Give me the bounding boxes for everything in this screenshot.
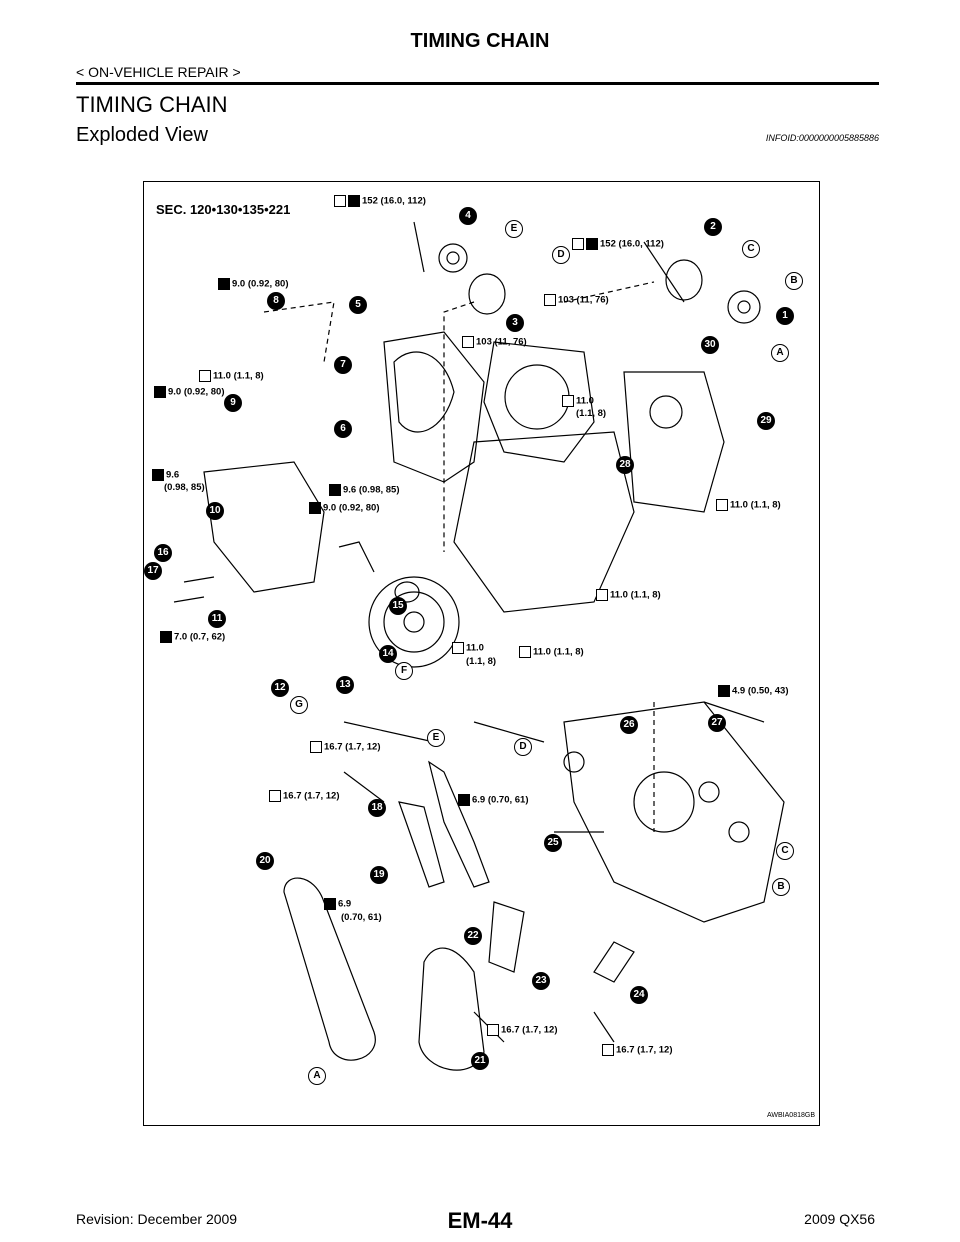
part-number-18: 18 bbox=[368, 799, 386, 817]
part-number-16: 16 bbox=[154, 544, 172, 562]
part-number-28: 28 bbox=[616, 456, 634, 474]
part-number-23: 23 bbox=[532, 972, 550, 990]
ref-letter-b-lower: B bbox=[772, 878, 790, 896]
timing-chain-right-drawing bbox=[418, 947, 485, 1071]
torque-label: 9.6 (0.98, 85) bbox=[329, 484, 400, 496]
part-number-5: 5 bbox=[349, 296, 367, 314]
crank-pulley-drawing bbox=[368, 576, 460, 668]
torque-label: 6.9 (0.70, 61) bbox=[458, 794, 529, 806]
ref-letter-e: E bbox=[505, 220, 523, 238]
part-number-6: 6 bbox=[334, 420, 352, 438]
part-number-24: 24 bbox=[630, 986, 648, 1004]
torque-label: 7.0 (0.7, 62) bbox=[160, 631, 225, 643]
part-number-9: 9 bbox=[224, 394, 242, 412]
torque-label: 152 (16.0, 112) bbox=[334, 195, 426, 207]
torque-label: 9.0 (0.92, 80) bbox=[154, 386, 225, 398]
engine-block-drawing bbox=[563, 701, 785, 923]
torque-label: 11.0 (1.1, 8) bbox=[716, 499, 781, 511]
torque-label: 152 (16.0, 112) bbox=[572, 238, 664, 250]
part-number-14: 14 bbox=[379, 645, 397, 663]
ref-letter-e-lower: E bbox=[427, 729, 445, 747]
part-number-26: 26 bbox=[620, 716, 638, 734]
ref-letter-b: B bbox=[785, 272, 803, 290]
torque-label: 11.0 bbox=[562, 395, 594, 407]
page-header-subtitle: < ON-VEHICLE REPAIR > bbox=[76, 64, 241, 80]
torque-label: 11.0 (1.1, 8) bbox=[519, 646, 584, 658]
page-number: EM-44 bbox=[447, 1208, 513, 1233]
subsection-title: Exploded View bbox=[76, 124, 208, 146]
torque-label: (1.1, 8) bbox=[576, 408, 607, 419]
torque-label: 4.9 (0.50, 43) bbox=[718, 685, 789, 697]
page-header-title: TIMING CHAIN bbox=[410, 30, 550, 52]
part-number-7: 7 bbox=[334, 356, 352, 374]
part-number-27: 27 bbox=[708, 714, 726, 732]
exploded-view-drawing bbox=[173, 221, 785, 1071]
torque-label: (0.70, 61) bbox=[341, 912, 382, 923]
part-number-20: 20 bbox=[256, 852, 274, 870]
ref-letter-a: A bbox=[771, 344, 789, 362]
part-number-8: 8 bbox=[267, 292, 285, 310]
torque-label: 11.0 bbox=[452, 642, 484, 654]
part-number-17: 17 bbox=[144, 562, 162, 580]
torque-label: 16.7 (1.7, 12) bbox=[269, 790, 340, 802]
info-id: INFOID:0000000005885886 bbox=[765, 133, 879, 143]
torque-label: 6.9 bbox=[324, 898, 351, 910]
torque-label: 16.7 (1.7, 12) bbox=[487, 1024, 558, 1036]
footer-model: 2009 QX56 bbox=[804, 1211, 875, 1227]
torque-label: 11.0 (1.1, 8) bbox=[596, 589, 661, 601]
part-number-13: 13 bbox=[336, 676, 354, 694]
ref-letter-c: C bbox=[742, 240, 760, 258]
part-number-4: 4 bbox=[459, 207, 477, 225]
valve-timing-cover-drawing bbox=[383, 331, 485, 483]
ref-letter-c-lower: C bbox=[776, 842, 794, 860]
part-number-19: 19 bbox=[370, 866, 388, 884]
ref-letter-g: G bbox=[290, 696, 308, 714]
part-number-30: 30 bbox=[701, 336, 719, 354]
torque-label: 16.7 (1.7, 12) bbox=[602, 1044, 673, 1056]
torque-label: 9.0 (0.92, 80) bbox=[218, 278, 289, 290]
part-number-11: 11 bbox=[208, 610, 226, 628]
part-number-10: 10 bbox=[206, 502, 224, 520]
footer-revision: Revision: December 2009 bbox=[76, 1211, 238, 1227]
part-number-25: 25 bbox=[544, 834, 562, 852]
ref-letter-f: F bbox=[395, 662, 413, 680]
torque-label: (0.98, 85) bbox=[164, 482, 205, 493]
part-number-21: 21 bbox=[471, 1052, 489, 1070]
section-title: TIMING CHAIN bbox=[76, 92, 228, 117]
section-code-label: SEC. 120•130•135•221 bbox=[156, 202, 291, 217]
timing-chain-left-drawing bbox=[283, 877, 376, 1061]
chain-case-drawing bbox=[203, 461, 325, 593]
torque-label: 11.0 (1.1, 8) bbox=[199, 370, 264, 382]
part-number-15: 15 bbox=[389, 597, 407, 615]
cam-sprocket-drawing bbox=[468, 273, 506, 315]
part-number-1: 1 bbox=[776, 307, 794, 325]
chain-guide-drawing bbox=[428, 760, 490, 888]
ref-letter-d-lower: D bbox=[514, 738, 532, 756]
torque-label: 103 (11, 76) bbox=[544, 294, 609, 306]
part-number-29: 29 bbox=[757, 412, 775, 430]
part-number-22: 22 bbox=[464, 927, 482, 945]
torque-label: 103 (11, 76) bbox=[462, 336, 527, 348]
exploded-view-figure: SEC. 120•130•135•221 152 (16.0, 112) 152… bbox=[143, 181, 820, 1126]
sprocket-drawing bbox=[438, 243, 468, 273]
part-number-12: 12 bbox=[271, 679, 289, 697]
torque-label: 9.0 (0.92, 80) bbox=[309, 502, 380, 514]
torque-label: 16.7 (1.7, 12) bbox=[310, 741, 381, 753]
front-cover-drawing bbox=[453, 431, 635, 613]
ref-letter-d: D bbox=[552, 246, 570, 264]
ref-letter-a-lower: A bbox=[308, 1067, 326, 1085]
part-number-3: 3 bbox=[506, 314, 524, 332]
header-rule bbox=[76, 82, 879, 85]
torque-label: 9.6 bbox=[152, 469, 179, 481]
part-number-2: 2 bbox=[704, 218, 722, 236]
figure-code: AWBIA0818GB bbox=[767, 1112, 815, 1119]
torque-label: (1.1, 8) bbox=[466, 656, 497, 667]
